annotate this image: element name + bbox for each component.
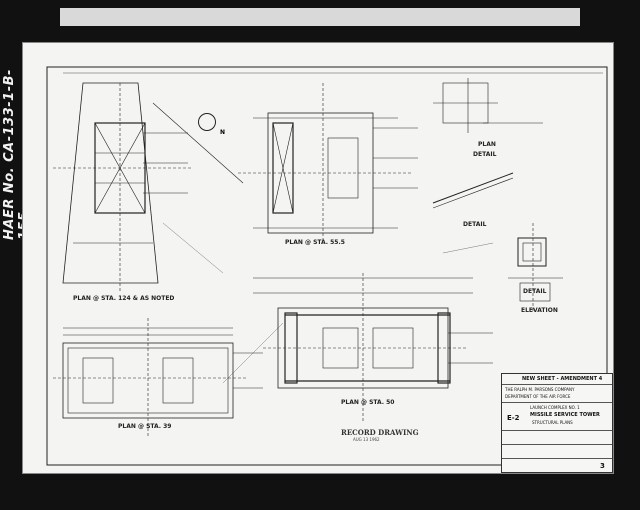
- record-drawing-stamp: RECORD DRAWING: [341, 428, 419, 437]
- title-block-revision: NEW SHEET - AMENDMENT 4: [522, 376, 603, 382]
- view-title-plan-detail: PLAN: [478, 141, 496, 148]
- view-title-plan-555: PLAN @ STA. 55.5: [285, 239, 345, 246]
- plan-39-view: [53, 318, 263, 438]
- view-title-detail-mid: DETAIL: [463, 221, 487, 228]
- view-title-detail-top: DETAIL: [473, 151, 497, 158]
- drawing-linework: [46, 66, 608, 466]
- title-block-sheet-number: 3: [600, 462, 605, 470]
- view-title-elevation: ELEVATION: [521, 307, 558, 314]
- title-block-title: MISSILE SERVICE TOWER: [530, 412, 600, 418]
- haer-number: HAER No. CA-133-1-B-155: [2, 69, 32, 240]
- view-title-plan-39: PLAN @ STA. 39: [118, 423, 172, 430]
- view-title-plan-124: PLAN @ STA. 124 & AS NOTED: [73, 295, 175, 302]
- title-block-company: THE RALPH M. PARSONS COMPANY: [505, 387, 575, 392]
- view-title-detail-right: DETAIL: [523, 288, 547, 295]
- north-arrow-icon: [198, 113, 216, 131]
- title-block-project: LAUNCH COMPLEX NO. 1: [530, 405, 580, 410]
- drawing-sheet: N PLAN @ STA. 124 & AS NOTED PLAN @ STA.…: [22, 42, 614, 474]
- elevation-detail-view: [508, 223, 563, 313]
- record-drawing-date: AUG 13 1962: [353, 437, 380, 442]
- plan-124-view: [53, 82, 244, 293]
- north-label: N: [220, 129, 226, 136]
- title-block: NEW SHEET - AMENDMENT 4 THE RALPH M. PAR…: [501, 373, 613, 473]
- title-block-department: DEPARTMENT OF THE AIR FORCE: [505, 394, 571, 399]
- plan-50-view: [253, 273, 493, 423]
- view-title-plan-50: PLAN @ STA. 50: [341, 399, 395, 406]
- plan-detail-view: [432, 78, 543, 209]
- plan-555-view: [238, 83, 418, 243]
- title-block-sheet-code: E-2: [507, 414, 520, 422]
- title-block-subtitle: STRUCTURAL PLANS: [532, 420, 573, 425]
- film-edge-strip: [60, 8, 580, 26]
